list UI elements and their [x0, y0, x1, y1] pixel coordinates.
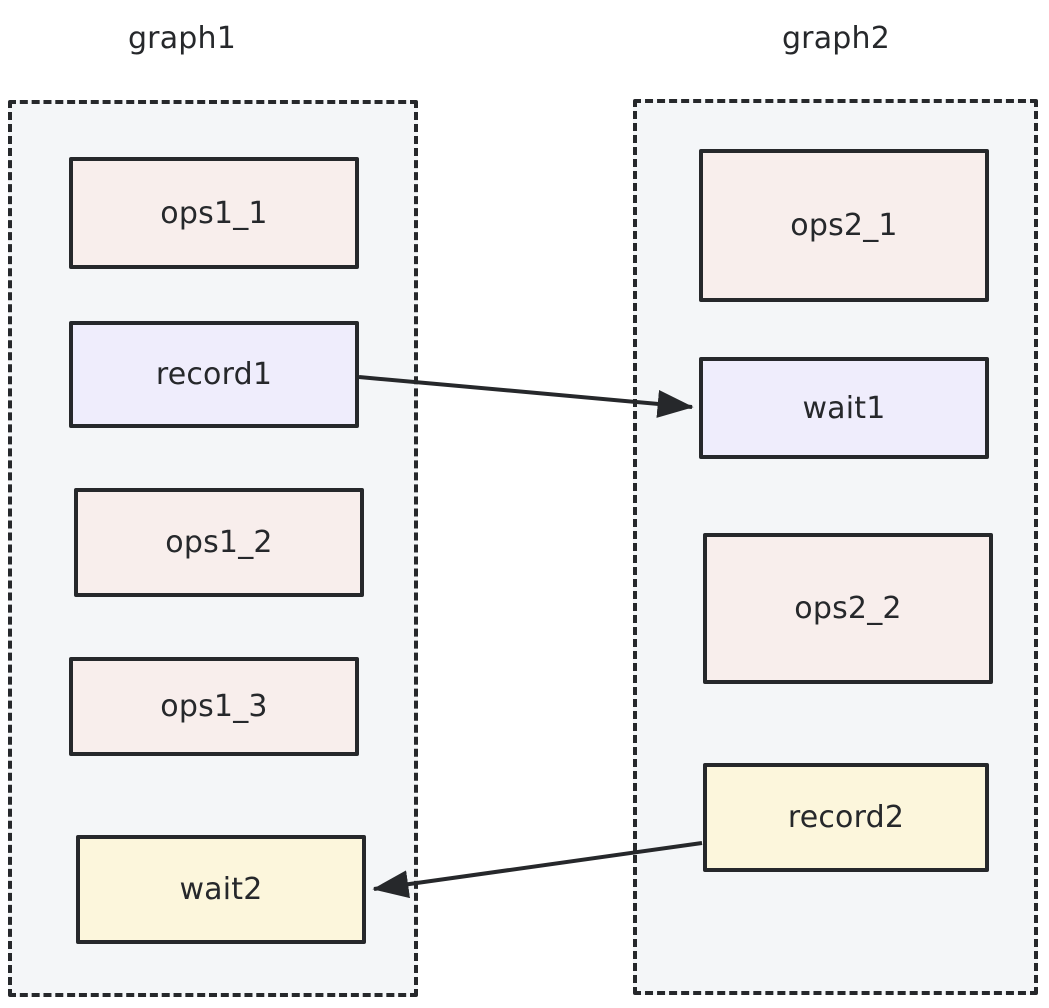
node-label: ops1_2 — [165, 525, 273, 560]
node-label: wait2 — [179, 872, 263, 907]
node-ops2-1[interactable]: ops2_1 — [699, 149, 989, 302]
node-ops1-3[interactable]: ops1_3 — [69, 657, 359, 756]
node-label: ops1_3 — [160, 689, 268, 724]
node-record1[interactable]: record1 — [69, 321, 359, 428]
node-wait1[interactable]: wait1 — [699, 357, 989, 459]
node-label: ops2_1 — [790, 208, 898, 243]
cluster-title-graph2: graph2 — [781, 21, 891, 56]
cluster-title-graph1: graph1 — [127, 21, 237, 56]
node-record2[interactable]: record2 — [703, 763, 989, 872]
node-ops1-1[interactable]: ops1_1 — [69, 157, 359, 269]
node-label: wait1 — [802, 390, 886, 426]
node-label: record1 — [155, 357, 273, 392]
node-label: record2 — [787, 800, 905, 835]
node-ops1-2[interactable]: ops1_2 — [74, 488, 364, 597]
node-label: ops2_2 — [794, 591, 902, 626]
node-label: ops1_1 — [160, 195, 268, 231]
node-ops2-2[interactable]: ops2_2 — [703, 533, 993, 684]
node-wait2[interactable]: wait2 — [76, 835, 366, 944]
